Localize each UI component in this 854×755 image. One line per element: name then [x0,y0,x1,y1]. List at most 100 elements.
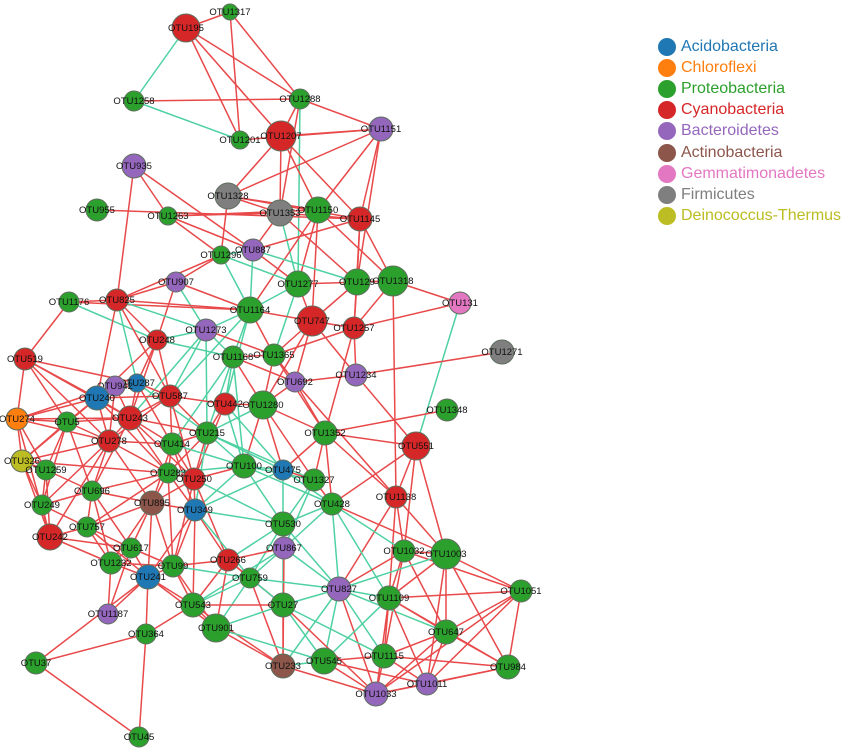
node-label: OTU617 [113,543,149,554]
network-node: OTU617 [113,537,149,559]
network-node: OTU1003 [425,538,467,570]
node-circle [104,375,126,397]
network-node: OTU757 [69,516,105,538]
node-label: OTU1176 [49,297,89,308]
network-edge [403,550,522,592]
network-edge [383,655,509,668]
network-node: OTU274 [0,407,35,431]
network-node: OTU955 [79,198,115,222]
network-edge [388,597,428,685]
node-label: OTU283 [150,468,186,479]
node-circle [146,329,168,351]
node-circle [194,318,218,342]
node-circle [270,653,296,679]
network-node: OTU1258 [113,90,155,112]
node-circle [128,726,150,748]
node-label: OTU757 [69,522,105,533]
network-edge [167,465,245,474]
network-edge [96,299,118,399]
node-label: OTU825 [99,295,135,306]
network-edge [194,469,284,511]
node-circle [183,498,207,522]
network-edge [323,597,390,662]
legend-label: Cyanobacteria [681,101,785,119]
network-edge [16,397,98,420]
network-edge [91,490,132,549]
network-node: OTU266 [210,548,246,572]
node-label: OTU475 [265,465,301,476]
node-circle [302,468,326,492]
network-node: OTU1201 [219,130,261,150]
network-node: OTU283 [150,462,186,484]
network-node: OTU1280 [242,390,284,420]
node-circle [195,421,219,445]
network-edge [172,478,195,567]
node-circle [296,305,328,337]
node-circle [435,398,459,422]
node-label: OTU907 [158,277,194,288]
network-node: OTU100 [226,453,262,479]
network-edge [192,509,196,606]
legend-label: Acidobacteria [681,37,778,55]
network-edge [323,660,428,685]
network-edge [116,299,251,311]
node-label: OTU1207 [260,131,301,142]
node-circle [160,432,184,456]
network-edge [375,666,509,695]
node-label: OTU287 [119,378,155,389]
node-label: OTU759 [232,573,268,584]
node-circle [201,613,231,643]
legend-label: Bacteroidetes [681,122,779,140]
network-node: OTU195 [168,13,204,43]
network-node: OTU887 [235,238,271,262]
network-edge [156,339,234,358]
network-node: OTU1288 [279,88,321,110]
node-circle [371,643,397,669]
node-label: OTU278 [91,436,127,447]
network-node: OTU1273 [185,318,227,342]
network-edge [338,588,447,633]
network-node: OTU1011 [407,672,447,696]
legend-swatch [658,58,676,77]
network-edge [35,633,147,664]
network-edge [133,100,241,141]
network-edge [279,98,301,214]
network-edge [227,195,361,220]
network-edge [116,299,207,331]
node-label: OTU1033 [355,689,396,700]
network-edge [355,374,417,447]
network-edge [283,479,315,549]
network-edge [24,358,68,423]
node-circle [376,585,402,611]
network-edge [68,301,251,311]
legend-label: Chloroflexi [681,58,757,76]
network-node: OTU901 [198,613,234,643]
network-edge [185,27,282,137]
network-edge [252,218,361,251]
node-label: OTU233 [265,661,301,672]
node-circle [211,245,231,265]
node-label: OTU692 [277,377,313,388]
legend-swatch [658,37,676,56]
network-node: OTU587 [152,384,188,408]
node-label: OTU1273 [185,325,226,336]
node-circle [24,651,48,675]
network-edge [317,128,382,211]
node-circle [312,420,338,446]
network-edge [172,565,251,579]
node-label: OTU195 [168,23,204,34]
node-circle [344,363,368,387]
legend-swatch [658,122,676,141]
network-node: OTU942 [97,375,133,397]
node-circle [401,431,431,461]
network-edge [133,98,301,102]
network-edge [299,98,382,130]
network-node: OTU1259 [25,459,67,481]
node-label: OTU1365 [253,350,294,361]
node-label: OTU248 [139,335,175,346]
network-node: OTU1109 [369,585,409,611]
network-edge [331,445,417,505]
node-label: OTU249 [24,500,60,511]
network-node: OTU240 [79,385,115,411]
network-node: OTU326 [4,449,40,473]
